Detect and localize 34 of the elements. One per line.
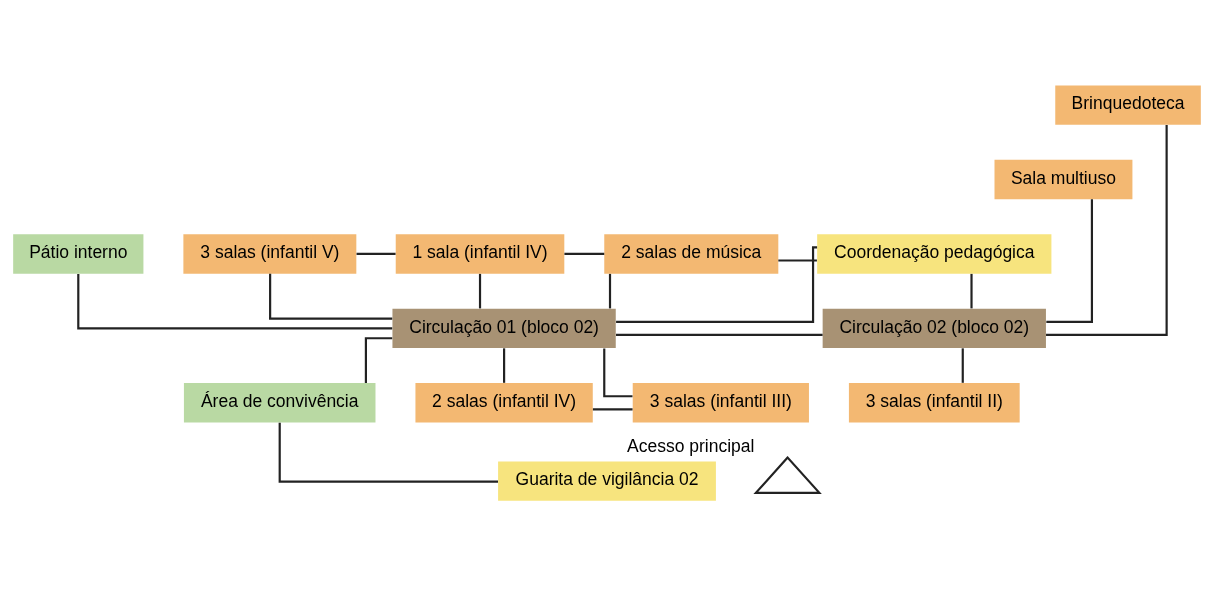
node-box: Sala multiuso xyxy=(994,159,1133,199)
connector xyxy=(478,273,482,308)
connector xyxy=(1046,198,1093,323)
node-box: Brinquedoteca xyxy=(1055,84,1201,125)
node-box: Guarita de vigilância 02 xyxy=(498,460,716,501)
connector xyxy=(364,336,393,383)
node-box: Circulação 01 (bloco 02) xyxy=(392,308,616,348)
node-box: 3 salas (infantil III) xyxy=(632,382,809,422)
connector xyxy=(269,273,393,320)
node-box: Coordenação pedagógica xyxy=(817,233,1052,274)
node-triangle xyxy=(753,455,822,494)
connector xyxy=(77,273,393,329)
connector xyxy=(503,347,506,383)
connector xyxy=(278,422,498,483)
connector xyxy=(1046,124,1168,336)
connector xyxy=(592,407,633,410)
connector xyxy=(616,333,823,336)
node-box: 2 salas (infantil IV) xyxy=(415,382,593,422)
connector xyxy=(356,252,396,255)
connector xyxy=(778,258,817,262)
node-label: Acesso principal xyxy=(627,435,755,456)
node-box: Pátio interno xyxy=(13,233,144,274)
connector xyxy=(961,347,964,383)
node-box: Circulação 02 (bloco 02) xyxy=(822,308,1046,348)
node-box: 2 salas de música xyxy=(604,233,779,274)
connector xyxy=(608,273,612,308)
connector xyxy=(616,245,818,323)
connector xyxy=(603,347,633,397)
connector xyxy=(970,273,973,308)
node-box: 3 salas (infantil V) xyxy=(183,233,357,274)
connector xyxy=(564,252,605,255)
node-box: 1 sala (infantil IV) xyxy=(395,233,565,274)
node-box: 3 salas (infantil II) xyxy=(848,382,1020,422)
node-box: Área de convivência xyxy=(183,382,376,422)
